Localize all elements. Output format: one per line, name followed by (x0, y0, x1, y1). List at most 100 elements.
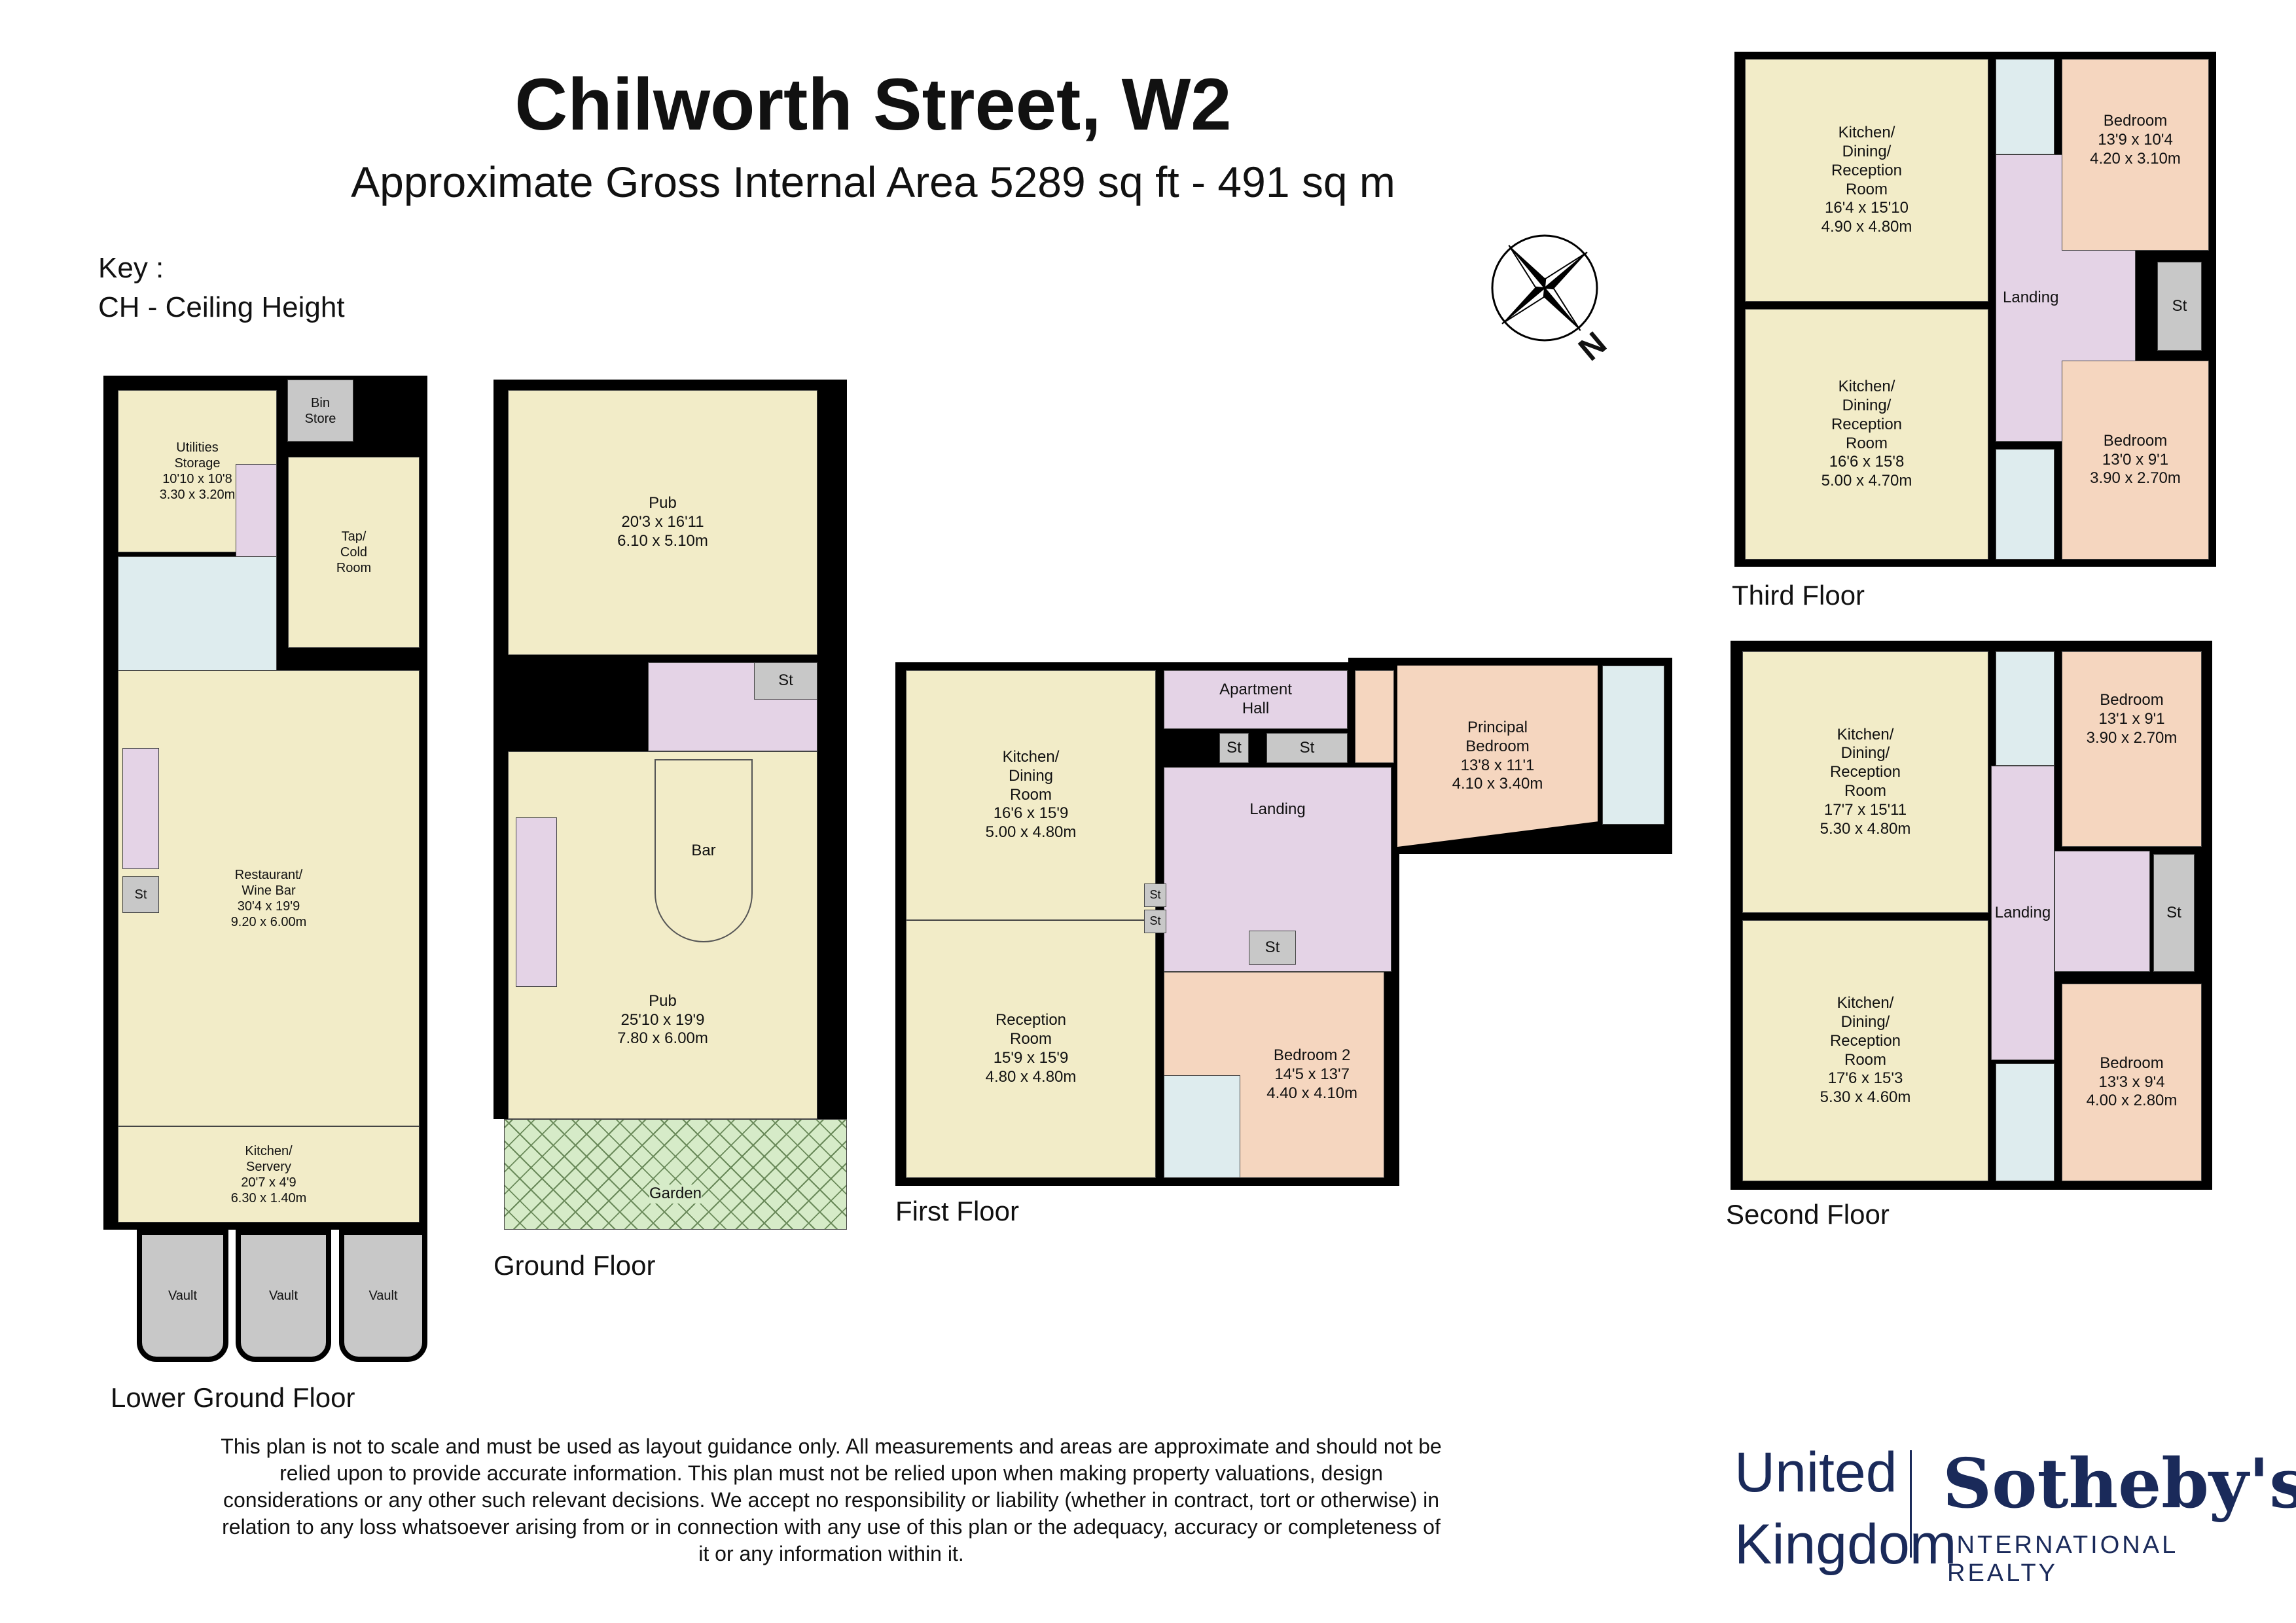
disclaimer: This plan is not to scale and must be us… (221, 1435, 1442, 1565)
room-metric: 3.90 x 2.70m (2090, 469, 2181, 488)
room-imperial: 30'4 x 19'9 (237, 899, 300, 914)
room-name: Pub (649, 494, 677, 512)
room-imperial: 13'8 x 11'1 (1460, 756, 1535, 774)
logo-united: United (1734, 1441, 1897, 1504)
room-imperial: 15'9 x 15'9 (993, 1049, 1069, 1067)
room-name: St (1227, 738, 1242, 757)
room-vault: Vault (236, 1230, 331, 1362)
room-metric: 5.30 x 4.60m (1820, 1088, 1911, 1107)
room-name: Bedroom (2103, 431, 2168, 450)
floor-label: Second Floor (1726, 1199, 1890, 1230)
room-store: St (122, 876, 159, 913)
room-name: Bedroom (2100, 691, 2164, 709)
room-name: St (1299, 738, 1315, 757)
room-store: St (1219, 733, 1249, 763)
room-tap-cold-room: Tap/ Cold Room (288, 457, 420, 648)
room-name: Landing (1249, 800, 1306, 818)
floor-label: Third Floor (1732, 580, 1865, 611)
room-metric: 6.10 x 5.10m (617, 531, 708, 550)
room-name: Kitchen/ Dining/ Reception Room (1831, 124, 1903, 198)
room-metric: 4.40 x 4.10m (1266, 1084, 1357, 1102)
room-imperial: 14'5 x 13'7 (1274, 1065, 1350, 1084)
room-name: Bedroom (2103, 112, 2168, 130)
room-imperial: 25'10 x 19'9 (620, 1010, 705, 1029)
room-name: Bar (691, 841, 716, 859)
shower-room (1996, 59, 2054, 154)
room-metric: 3.90 x 2.70m (2086, 728, 2178, 747)
room-name: Bin Store (304, 395, 336, 426)
room-name: Bedroom (2100, 1054, 2164, 1072)
room-bin-store: Bin Store (287, 380, 353, 442)
room-metric: 5.00 x 4.70m (1821, 472, 1912, 490)
room-landing: Landing (1991, 766, 2054, 1060)
logo-kingdom: Kingdom (1734, 1513, 1957, 1576)
floor-label: Ground Floor (493, 1250, 656, 1281)
room-name: Bedroom 2 (1273, 1046, 1351, 1065)
room-name: Reception Room (995, 1011, 1067, 1048)
room-name: St (1149, 914, 1161, 928)
room-name: Kitchen/ Dining/ Reception Room (1831, 378, 1903, 452)
room-name: Vault (268, 1289, 298, 1303)
bathroom (1164, 1075, 1240, 1178)
garden: Garden (504, 1119, 847, 1230)
shower-room (1996, 651, 2054, 766)
room-store: St (1266, 733, 1348, 763)
room-imperial: 17'6 x 15'3 (1827, 1069, 1903, 1088)
room-name: Tap/ Cold Room (336, 529, 372, 575)
floor-label: First Floor (895, 1196, 1019, 1226)
room-name: Restaurant/ Wine Bar (234, 867, 303, 898)
room-imperial: 13'0 x 9'1 (2102, 450, 2169, 469)
room-name: Utilities Storage (174, 440, 221, 471)
logo-region: United Kingdom (1734, 1436, 1957, 1580)
room-imperial: 17'7 x 15'11 (1823, 800, 1907, 819)
room-name: St (778, 671, 793, 690)
floor-label: Lower Ground Floor (111, 1382, 355, 1413)
room-metric: 4.90 x 4.80m (1821, 218, 1912, 236)
room-name: Apartment Hall (1219, 681, 1292, 717)
room-metric: 4.20 x 3.10m (2090, 149, 2181, 168)
logo-tagline: INTERNATIONAL REALTY (1947, 1531, 2178, 1587)
room-metric: 4.00 x 2.80m (2086, 1092, 2178, 1110)
lobby (1355, 670, 1394, 763)
room-store: St (2153, 854, 2195, 972)
room-metric: 7.80 x 6.00m (617, 1029, 708, 1048)
room-apartment-hall: Apartment Hall (1164, 670, 1348, 729)
room-imperial: 20'7 x 4'9 (241, 1175, 296, 1190)
room-imperial: 16'4 x 15'10 (1825, 199, 1909, 217)
room-vault: Vault (137, 1230, 228, 1362)
room-name: St (1265, 938, 1280, 956)
room-store: St (1249, 931, 1296, 965)
room-name: St (134, 887, 147, 902)
room-metric: 3.30 x 3.20m (159, 488, 236, 502)
room-store: St (2157, 262, 2202, 351)
room-imperial: 10'10 x 10'8 (162, 472, 232, 486)
room-name: St (2166, 903, 2181, 921)
room-name: Landing (1994, 903, 2051, 921)
page-title: Chilworth Street, W2 (514, 63, 1232, 145)
room-store: St (754, 662, 817, 700)
room-metric: 4.80 x 4.80m (985, 1067, 1077, 1086)
room-store: St (1144, 910, 1166, 933)
room-name: Kitchen/ Servery (245, 1143, 293, 1174)
room-imperial: 13'1 x 9'1 (2098, 709, 2165, 728)
room-name: St (1149, 888, 1161, 902)
room-name: Principal Bedroom (1465, 718, 1530, 755)
room-name: Garden (649, 1185, 702, 1203)
room-metric: 5.30 x 4.80m (1820, 819, 1911, 838)
room-imperial: 20'3 x 16'11 (621, 513, 704, 531)
room-imperial: 13'9 x 10'4 (2098, 130, 2173, 149)
staircase (122, 748, 159, 869)
room-imperial: 16'6 x 15'9 (993, 804, 1069, 823)
